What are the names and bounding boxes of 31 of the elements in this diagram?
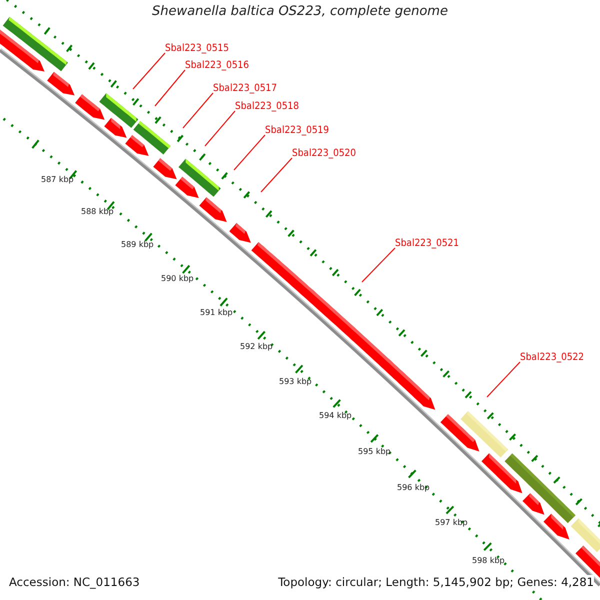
tick-label: 595 kbp <box>358 447 391 456</box>
gene-label: Sbal223_0517 <box>213 83 277 94</box>
tick-label: 588 kbp <box>81 207 114 216</box>
gene-label: Sbal223_0520 <box>292 148 356 159</box>
leader-line <box>234 134 266 170</box>
tick-label: 590 kbp <box>161 274 194 283</box>
tick-label: 591 kbp <box>200 308 233 317</box>
tick-label: 589 kbp <box>121 240 154 249</box>
tick-label: 587 kbp <box>41 175 74 184</box>
gene-label: Sbal223_0516 <box>185 60 249 71</box>
gene-label: Sbal223_0515 <box>165 43 229 54</box>
leader-line <box>204 110 236 146</box>
gene-label: Sbal223_0522 <box>520 352 584 363</box>
accession-text: Accession: NC_011663 <box>9 575 140 589</box>
tick-label: 596 kbp <box>397 483 430 492</box>
tick-label: 593 kbp <box>279 377 312 386</box>
leader-line <box>486 362 520 398</box>
gene-label: Sbal223_0518 <box>235 101 299 112</box>
tick-label: 597 kbp <box>435 518 468 527</box>
gene-label: Sbal223_0521 <box>395 238 459 249</box>
tick-label: 594 kbp <box>319 411 352 420</box>
genome-info-text: Topology: circular; Length: 5,145,902 bp; Genes: 4,281 <box>278 575 594 589</box>
leader-line <box>132 52 166 90</box>
leader-line <box>260 158 292 192</box>
leader-line <box>362 248 396 282</box>
leader-line <box>154 70 186 106</box>
tick-label: 598 kbp <box>472 556 505 565</box>
gene-label: Sbal223_0519 <box>265 125 329 136</box>
leader-line <box>182 92 214 128</box>
tick-label: 592 kbp <box>240 342 273 351</box>
title: Shewanella baltica OS223, complete genome <box>152 4 448 19</box>
